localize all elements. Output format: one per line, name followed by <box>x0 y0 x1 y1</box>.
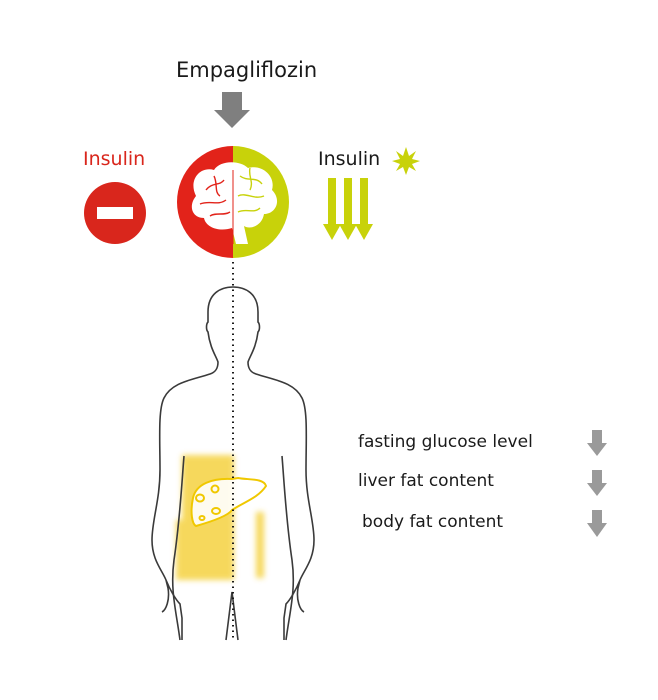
down-arrow-icon <box>587 510 607 537</box>
burst-icon <box>392 147 420 175</box>
brain-icon <box>177 146 289 258</box>
liver-icon <box>190 476 268 528</box>
human-body-outline <box>151 286 315 641</box>
insulin-blocked-label: Insulin <box>83 148 146 170</box>
drug-arrow-icon <box>214 92 250 128</box>
effect-liver-fat: liver fat content <box>358 471 494 491</box>
body-fat-patches <box>176 455 264 580</box>
no-entry-icon <box>84 182 146 244</box>
insulin-down-arrows-icon <box>323 178 373 240</box>
insulin-increased-label: Insulin <box>318 148 381 170</box>
effect-body-fat: body fat content <box>362 512 504 532</box>
down-arrow-icon <box>587 430 607 456</box>
effect-fasting-glucose: fasting glucose level <box>358 432 533 452</box>
drug-label: Empagliflozin <box>176 58 318 82</box>
down-arrow-icon <box>587 470 607 496</box>
